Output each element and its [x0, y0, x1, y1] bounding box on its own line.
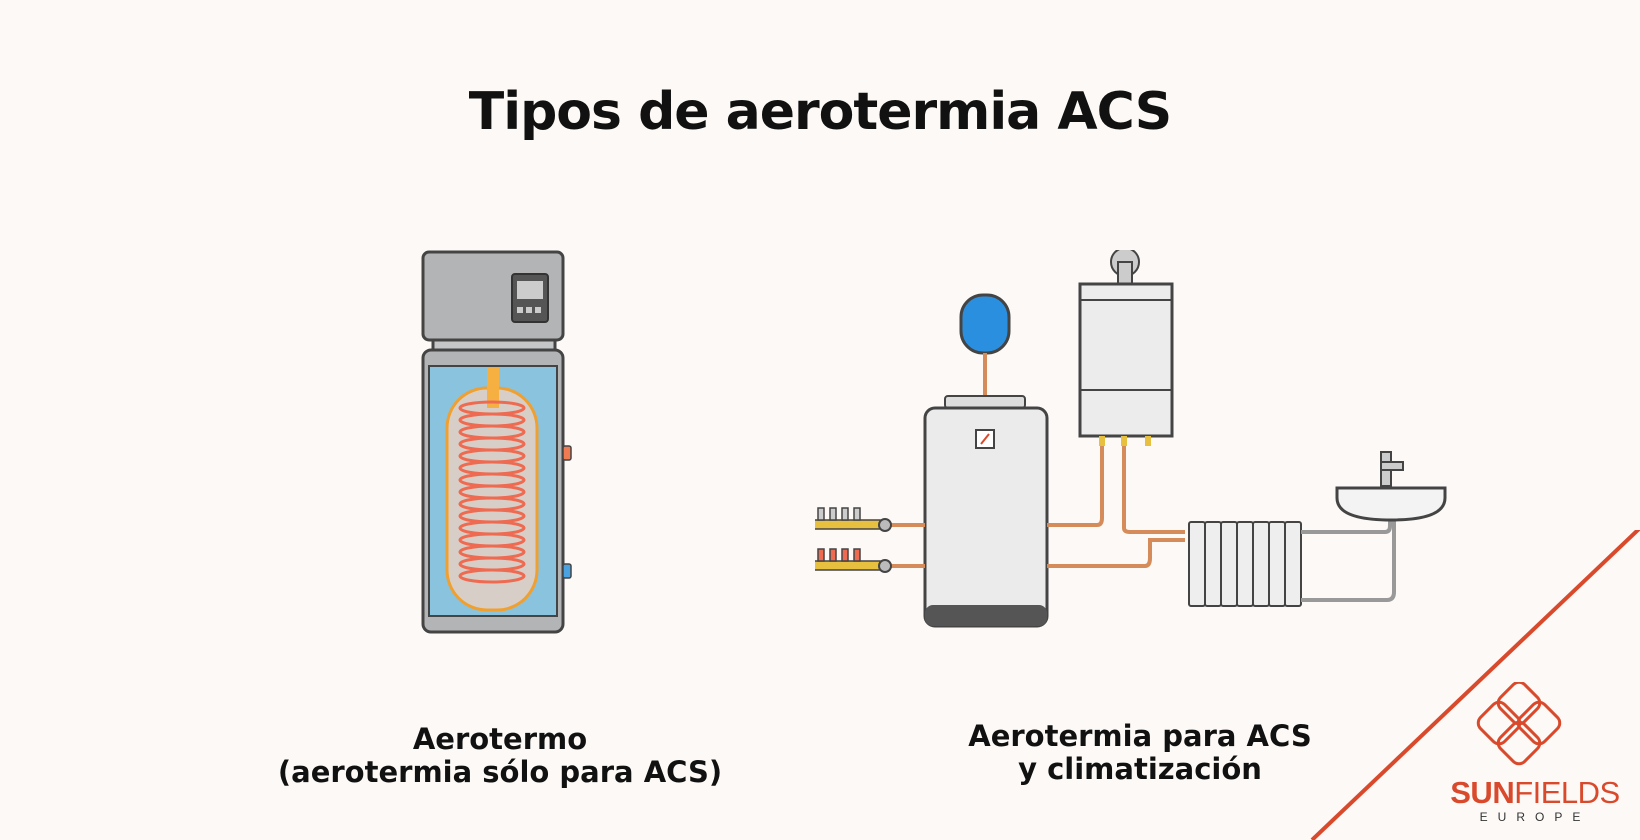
caption-aerotermo: Aerotermo (aerotermia sólo para ACS)	[250, 723, 750, 789]
caption-aerotermo-line1: Aerotermo	[412, 722, 588, 756]
caption-climatizacion-line2: y climatización	[1018, 752, 1262, 786]
caption-aerotermia-climatizacion: Aerotermia para ACS y climatización	[900, 720, 1380, 786]
heat-pump-water-heater-icon	[421, 250, 572, 634]
hydronic-system-icon	[815, 250, 1447, 628]
brand-subtitle: EUROPE	[1479, 810, 1591, 824]
brand-name-light: FIELDS	[1514, 775, 1620, 810]
corner-accent-stripe	[1310, 530, 1640, 840]
brand-name: SUNFIELDS	[1440, 775, 1630, 811]
brand-name-bold: SUN	[1450, 775, 1515, 810]
caption-climatizacion-line1: Aerotermia para ACS	[968, 719, 1312, 753]
sunfields-logo-icon	[1476, 682, 1562, 766]
page-title: Tipos de aerotermia ACS	[468, 82, 1172, 142]
caption-aerotermo-line2: (aerotermia sólo para ACS)	[277, 755, 723, 789]
